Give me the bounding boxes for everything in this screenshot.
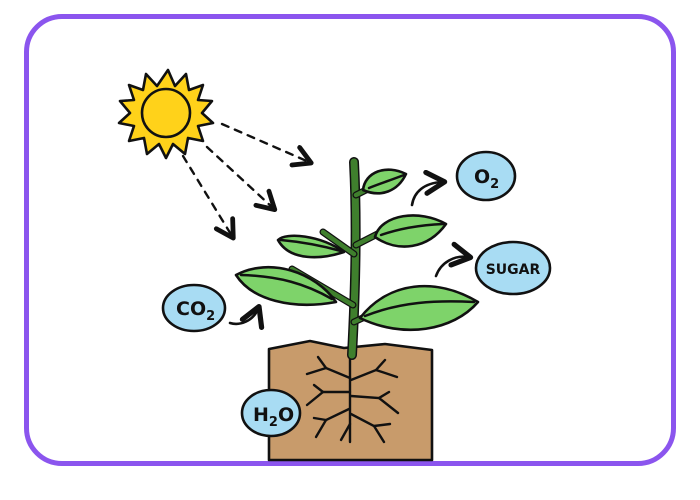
co2-main: CO xyxy=(176,298,206,320)
sunlight-arrow-middle xyxy=(205,145,278,213)
process-arrows xyxy=(228,169,474,331)
h2o-post: O xyxy=(278,404,294,426)
svg-text:O2: O2 xyxy=(474,166,499,192)
sugar-label: SUGAR xyxy=(474,240,552,296)
co2-subscript: 2 xyxy=(206,309,215,324)
leaf-lower-right xyxy=(358,284,480,332)
plant-icon xyxy=(234,157,480,360)
sunlight-arrows xyxy=(181,122,314,241)
o2-arrow xyxy=(410,169,448,207)
sugar-arrow xyxy=(434,241,474,278)
o2-label: O2 xyxy=(455,150,517,202)
leaf-upper-right xyxy=(373,214,448,248)
root-icon xyxy=(305,353,400,444)
co2-arrow xyxy=(228,304,265,331)
h2o-label: H2O xyxy=(240,388,302,438)
svg-text:CO2: CO2 xyxy=(176,298,215,324)
co2-label: CO2 xyxy=(161,283,227,333)
h2o-pre: H xyxy=(253,404,269,426)
svg-text:H2O: H2O xyxy=(253,404,294,430)
o2-main: O xyxy=(474,166,490,188)
sunlight-arrow-bottom xyxy=(181,154,236,241)
h2o-subscript: 2 xyxy=(269,415,278,430)
o2-subscript: 2 xyxy=(490,177,499,192)
sunlight-arrow-top xyxy=(220,122,314,168)
sugar-text: SUGAR xyxy=(486,262,541,278)
sun-icon xyxy=(117,68,215,160)
leaf-middle-left xyxy=(234,266,338,306)
